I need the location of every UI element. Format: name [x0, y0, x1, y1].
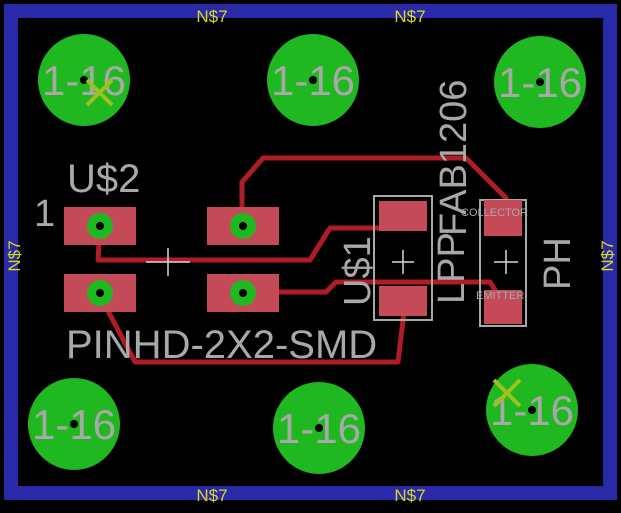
origin-marker-1 — [85, 78, 114, 107]
header-value: PINHD-2X2-SMD — [66, 323, 377, 367]
phototransistor-emitter-label: EMITTER — [476, 290, 524, 302]
phototransistor-value-a: LPP — [431, 232, 473, 304]
net-label-bottom-left: N$7 — [196, 486, 227, 505]
mounting-hole-1-label: 1-16 — [42, 57, 126, 104]
resistor-name: U$1 — [337, 236, 379, 306]
mounting-hole-2-label: 1-16 — [271, 57, 355, 104]
trace-middle — [95, 223, 405, 263]
mounting-hole-3: 1-16 — [494, 36, 586, 128]
header-pin-3 — [64, 274, 136, 312]
net-label-top-right: N$7 — [394, 7, 425, 26]
phototransistor-collector-label: COLLECTOR — [461, 207, 528, 219]
net-label-bottom-right: N$7 — [394, 486, 425, 505]
header-pin-2 — [207, 207, 279, 245]
mounting-hole-4-label: 1-16 — [32, 401, 116, 448]
resistor-value: FAB1206 — [433, 80, 475, 236]
header-pin-1 — [64, 207, 136, 245]
net-label-right: N$7 — [598, 240, 617, 271]
board-outline — [4, 4, 617, 500]
header-pin-4 — [207, 274, 279, 312]
origin-marker-2 — [492, 378, 522, 408]
mounting-hole-2: 1-16 — [267, 34, 359, 126]
trace-bottom — [95, 289, 407, 365]
header-pin1-label: 1 — [34, 193, 55, 235]
resistor-u1 — [373, 195, 433, 321]
net-label-left: N$7 — [5, 240, 24, 271]
mounting-hole-6-label: 1-16 — [490, 387, 574, 434]
header-origin-cross — [146, 248, 190, 276]
trace-lower — [239, 279, 503, 301]
mounting-hole-1: 1-16 — [38, 34, 130, 126]
traces — [95, 155, 509, 365]
mounting-hole-5: 1-16 — [273, 382, 365, 474]
mounting-hole-3-label: 1-16 — [498, 59, 582, 106]
mounting-hole-4: 1-16 — [28, 378, 120, 470]
header-name: U$2 — [67, 157, 140, 201]
phototransistor-value-b: PH — [537, 237, 579, 290]
mounting-hole-5-label: 1-16 — [277, 405, 361, 452]
mounting-hole-6: 1-16 — [486, 364, 578, 456]
net-label-top-left: N$7 — [196, 7, 227, 26]
phototransistor — [479, 199, 527, 327]
